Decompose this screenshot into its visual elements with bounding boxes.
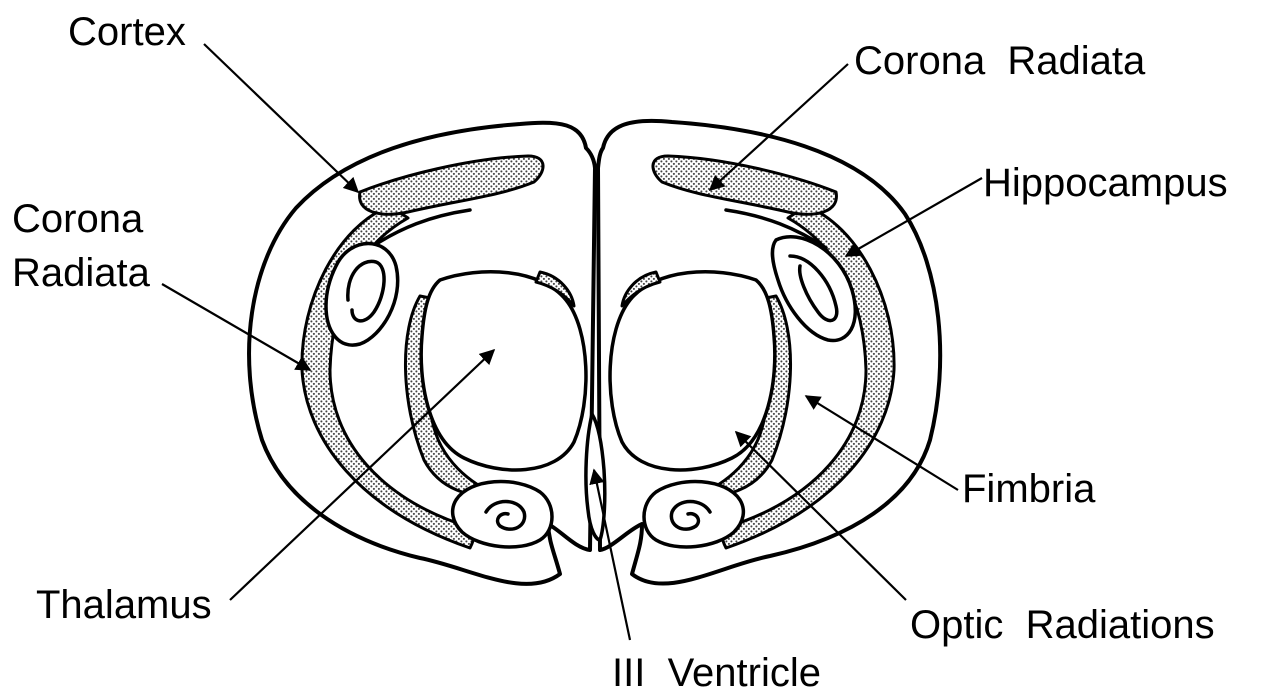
- third-ventricle-label: III Ventricle: [612, 651, 821, 695]
- thalamus-label: Thalamus: [36, 583, 212, 627]
- cortex-label: Cortex: [68, 10, 186, 54]
- fimbria-label: Fimbria: [962, 467, 1096, 511]
- corona-radiata-right-label: Corona Radiata: [854, 39, 1146, 83]
- left-thalamus: [421, 272, 586, 470]
- hippocampus-label: Hippocampus: [983, 161, 1228, 205]
- right-thalamus: [610, 272, 775, 470]
- corona-radiata-left-label-line2: Radiata: [12, 251, 151, 295]
- corona-radiata-left-label-line1: Corona: [12, 197, 144, 241]
- optic-radiations-label: Optic Radiations: [910, 603, 1215, 647]
- cortex-leader: [204, 44, 358, 192]
